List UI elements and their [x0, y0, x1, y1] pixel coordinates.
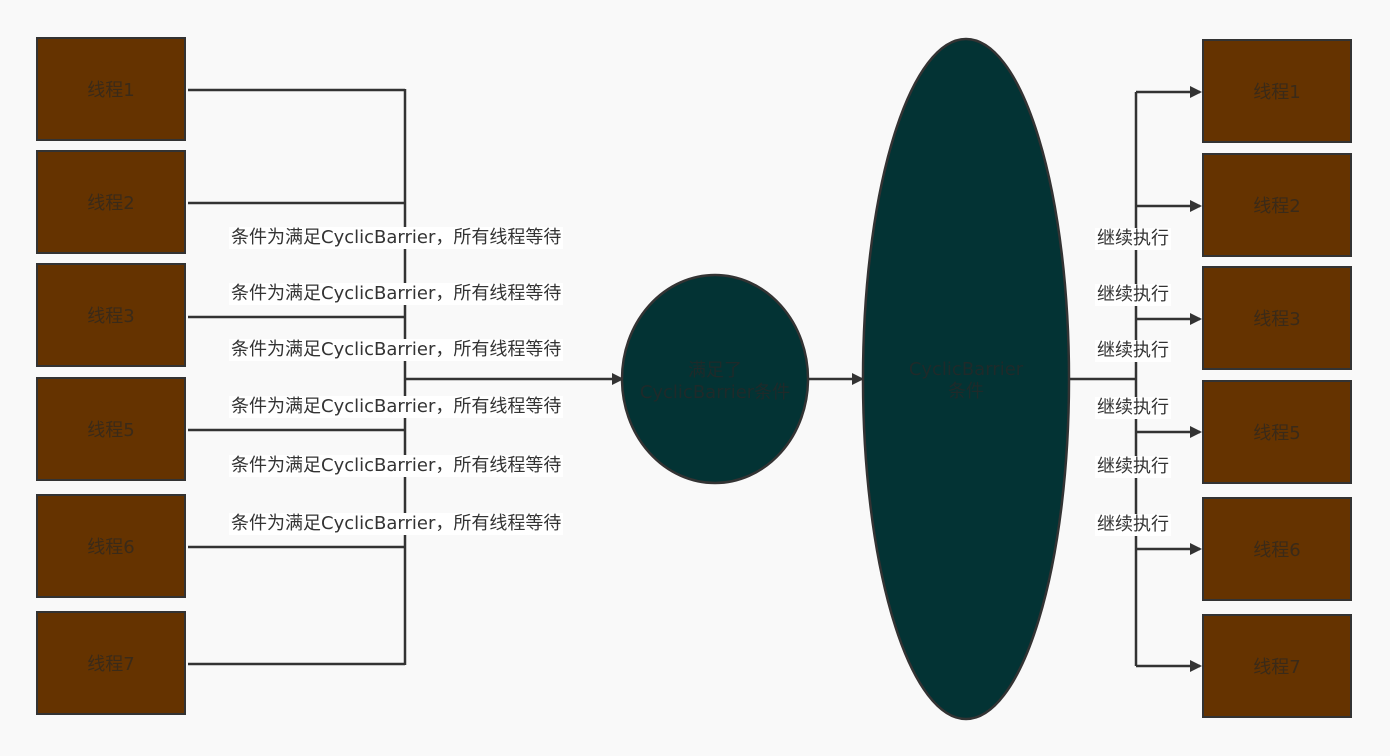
- continue-label: 继续执行: [1095, 514, 1171, 536]
- wait-label: 条件为满足CyclicBarrier，所有线程等待: [229, 455, 564, 477]
- right-thread-label: 线程7: [1253, 657, 1301, 678]
- left-thread-box-2: 线程2: [36, 150, 186, 254]
- small-ellipse-line2: CyclicBarrier条件: [639, 382, 791, 403]
- left-thread-box-6: 线程6: [36, 494, 186, 598]
- right-thread-label: 线程1: [1253, 82, 1301, 103]
- small-ellipse-text: 满足了 CyclicBarrier条件: [622, 360, 808, 404]
- continue-label: 继续执行: [1095, 284, 1171, 306]
- left-thread-box-3: 线程3: [36, 263, 186, 367]
- small-ellipse-line1: 满足了: [688, 360, 742, 381]
- left-thread-label: 线程1: [87, 80, 135, 101]
- wait-label: 条件为满足CyclicBarrier，所有线程等待: [229, 513, 564, 535]
- left-thread-label: 线程2: [87, 193, 135, 214]
- left-thread-box-7: 线程7: [36, 611, 186, 715]
- left-thread-label: 线程7: [87, 654, 135, 675]
- right-thread-box-7: 线程7: [1202, 614, 1352, 718]
- wait-label: 条件为满足CyclicBarrier，所有线程等待: [229, 227, 564, 249]
- wait-label: 条件为满足CyclicBarrier，所有线程等待: [229, 396, 564, 418]
- right-thread-box-5: 线程5: [1202, 380, 1352, 484]
- small-ellipse: [620, 273, 810, 485]
- left-thread-box-5: 线程5: [36, 377, 186, 481]
- continue-label: 继续执行: [1095, 456, 1171, 478]
- right-thread-box-6: 线程6: [1202, 497, 1352, 601]
- right-thread-label: 线程6: [1253, 540, 1301, 561]
- wait-label: 条件为满足CyclicBarrier，所有线程等待: [229, 339, 564, 361]
- big-ellipse: [861, 37, 1071, 721]
- right-thread-label: 线程3: [1253, 309, 1301, 330]
- continue-label: 继续执行: [1095, 397, 1171, 419]
- left-thread-label: 线程3: [87, 306, 135, 327]
- right-thread-box-2: 线程2: [1202, 153, 1352, 257]
- left-thread-label: 线程5: [87, 420, 135, 441]
- left-thread-box-1: 线程1: [36, 37, 186, 141]
- right-thread-box-3: 线程3: [1202, 266, 1352, 370]
- continue-label: 继续执行: [1095, 228, 1171, 250]
- wait-label: 条件为满足CyclicBarrier，所有线程等待: [229, 283, 564, 305]
- big-ellipse-text: CyclicBarrier 条件: [863, 359, 1069, 403]
- right-thread-box-1: 线程1: [1202, 39, 1352, 143]
- right-thread-label: 线程5: [1253, 423, 1301, 444]
- big-ellipse-line1: CyclicBarrier: [908, 359, 1024, 380]
- right-thread-label: 线程2: [1253, 196, 1301, 217]
- continue-label: 继续执行: [1095, 340, 1171, 362]
- left-thread-label: 线程6: [87, 537, 135, 558]
- big-ellipse-line2: 条件: [948, 381, 984, 402]
